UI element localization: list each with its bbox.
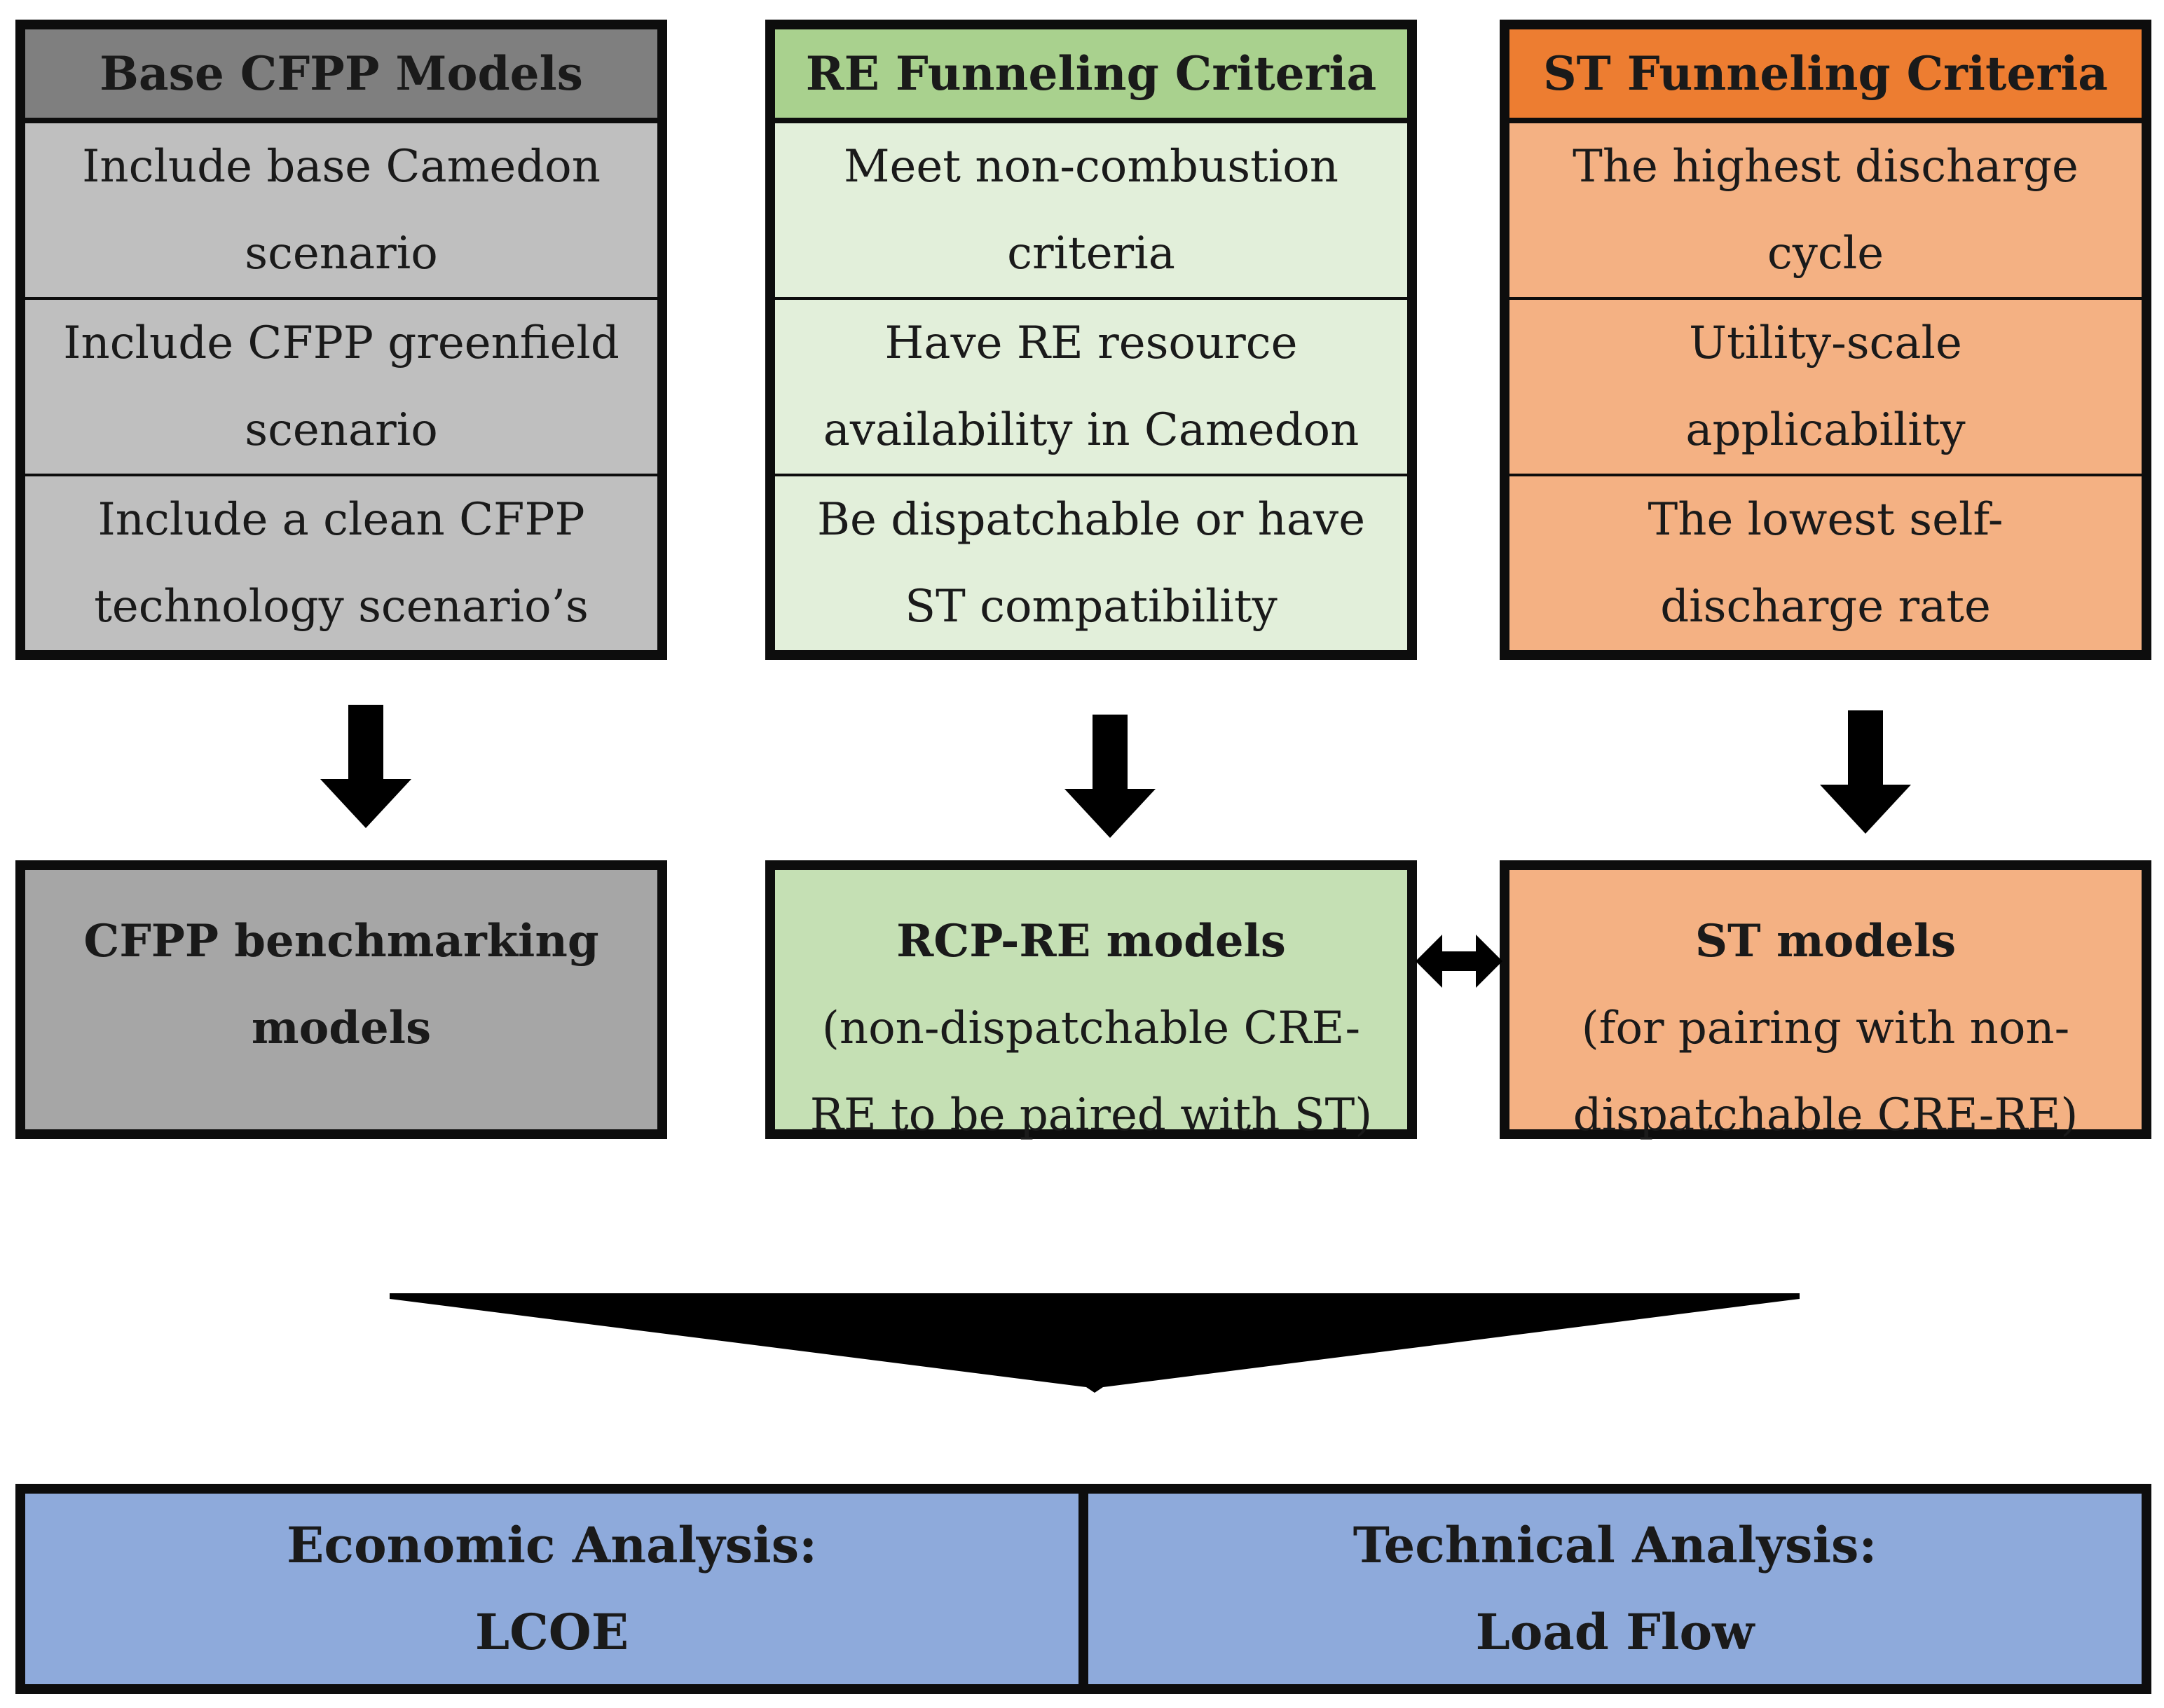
rcp-re-models-box: RCP-RE models (non-dispatchable CRE- RE … <box>765 860 1417 1141</box>
base-cfpp-header: Base CFPP Models <box>25 29 657 123</box>
st-models-box: ST models (for pairing with non- dispatc… <box>1500 860 2151 1141</box>
st-models-desc-line-1: (for pairing with non- <box>1581 1003 2070 1054</box>
economic-analysis-title: Economic Analysis: <box>287 1516 817 1574</box>
technical-analysis-metric: Load Flow <box>1475 1603 1755 1661</box>
re-funneling-header: RE Funneling Criteria <box>775 29 1407 123</box>
economic-analysis: Economic Analysis: LCOE <box>25 1494 1078 1684</box>
double-arrow-icon <box>1416 935 1502 988</box>
technical-analysis: Technical Analysis: Load Flow <box>1078 1494 2142 1684</box>
analysis-box: Economic Analysis: LCOE Technical Analys… <box>15 1484 2151 1694</box>
st-funneling-header: ST Funneling Criteria <box>1509 29 2142 123</box>
down-arrow-st <box>1820 710 1911 834</box>
st-models-desc-line-2: dispatchable CRE-RE) <box>1573 1089 2079 1141</box>
economic-analysis-metric: LCOE <box>474 1603 629 1661</box>
cfpp-benchmarking-models-box: CFPP benchmarking models <box>15 860 667 1139</box>
st-funneling-item-3: The lowest self-discharge rate <box>1509 474 2142 650</box>
rcp-re-models-desc-line-2: RE to be paired with ST) <box>809 1089 1373 1141</box>
funnel-arrow-icon <box>390 1293 1800 1393</box>
technical-analysis-title: Technical Analysis: <box>1352 1516 1877 1574</box>
st-models-title: ST models <box>1694 915 1957 967</box>
rcp-re-models-title: RCP-RE models <box>896 915 1286 967</box>
down-arrow-re <box>1064 715 1156 838</box>
re-funneling-criteria-box: RE Funneling Criteria Meet non-combustio… <box>765 20 1417 660</box>
rcp-re-models-desc-line-1: (non-dispatchable CRE- <box>821 1003 1361 1054</box>
cfpp-models-title-line-2: models <box>251 1002 432 1054</box>
down-arrow-base <box>320 705 411 828</box>
st-funneling-criteria-box: ST Funneling Criteria The highest discha… <box>1500 20 2151 660</box>
cfpp-models-title-line-1: CFPP benchmarking <box>83 915 599 967</box>
